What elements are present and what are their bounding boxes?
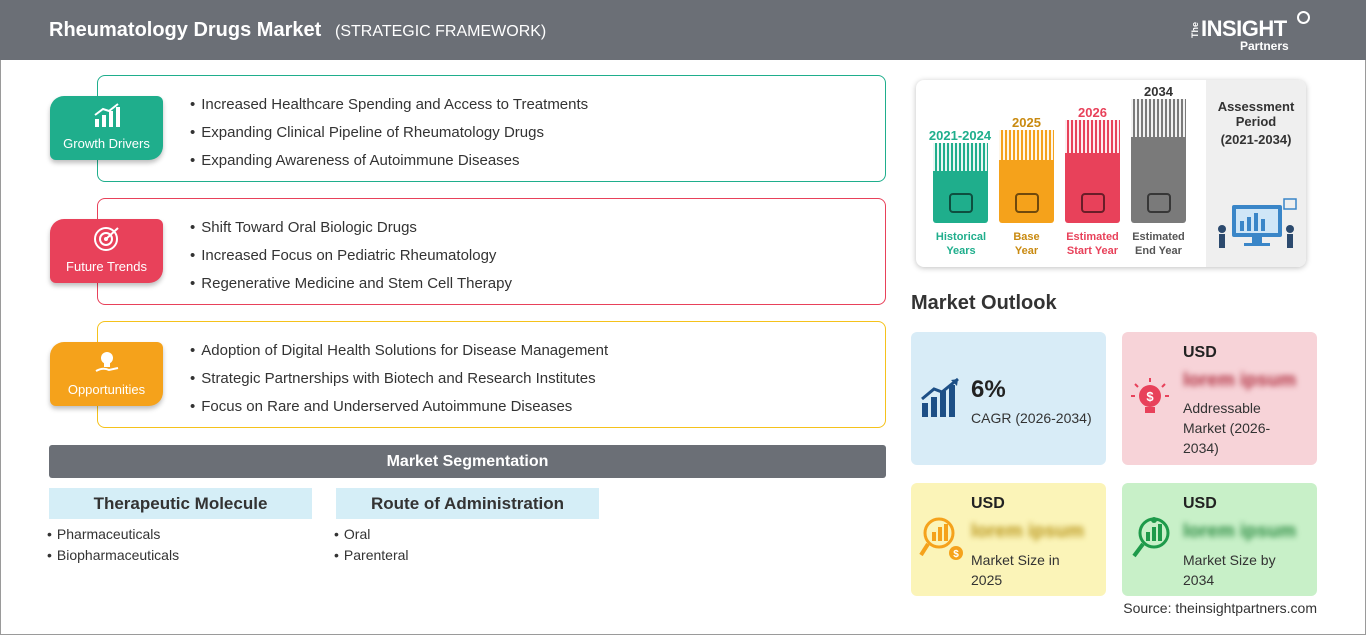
future-trends-list: Shift Toward Oral Biologic Drugs Increas… — [190, 219, 512, 303]
opportunities-label: Opportunities — [67, 382, 146, 397]
market-segmentation-bar: Market Segmentation — [49, 445, 886, 478]
list-item: Increased Focus on Pediatric Rheumatolog… — [190, 247, 512, 275]
timeline-year-end: 2034 — [1144, 84, 1173, 99]
page-subtitle: (STRATEGIC FRAMEWORK) — [335, 23, 547, 40]
list-item: Adoption of Digital Health Solutions for… — [190, 342, 608, 370]
timeline-bar-base — [999, 130, 1054, 223]
svg-text:$: $ — [953, 549, 959, 560]
insight-partners-logo[interactable]: The INSIGHT Partners — [1190, 10, 1310, 55]
logo-the: The — [1190, 22, 1200, 39]
segment-heading-route-of-administration: Route of Administration — [336, 488, 599, 519]
timeline-year-start: 2026 — [1078, 105, 1107, 120]
assessment-period-panel: Assessment Period (2021-2034) — [1206, 80, 1306, 267]
list-item: Expanding Awareness of Autoimmune Diseas… — [190, 152, 588, 180]
addressable-market-box: $ USD lorem ipsum Addressable Market (20… — [1122, 332, 1317, 465]
monitor-icon — [1147, 193, 1171, 213]
logo-sub: Partners — [1240, 39, 1289, 53]
timeline-caption-end: Estimated End Year — [1132, 231, 1185, 257]
growth-drivers-card: Increased Healthcare Spending and Access… — [97, 75, 886, 182]
list-item: Regenerative Medicine and Stem Cell Ther… — [190, 275, 512, 303]
cagr-box: 6% CAGR (2026-2034) — [911, 332, 1106, 465]
list-item: Increased Healthcare Spending and Access… — [190, 96, 588, 124]
calendar-icon — [1015, 193, 1039, 213]
growth-drivers-label: Growth Drivers — [63, 136, 150, 151]
lightbulb-hand-icon — [95, 352, 119, 372]
opportunities-badge: Opportunities — [50, 342, 163, 406]
addressable-value: lorem ipsum — [1183, 370, 1296, 391]
assessment-period: (2021-2034) — [1220, 132, 1292, 147]
presentation-icon — [1081, 193, 1105, 213]
magnifier-growth-icon — [1132, 517, 1170, 558]
segment-heading-therapeutic-molecule: Therapeutic Molecule — [49, 488, 312, 519]
analyst-illustration-icon — [1218, 198, 1297, 248]
market-size-2025-box: $ USD lorem ipsum Market Size in 2025 — [911, 483, 1106, 596]
market-size-2034-box: USD lorem ipsum Market Size by 2034 — [1122, 483, 1317, 596]
timeline-year-base: 2025 — [1012, 115, 1041, 130]
cagr-label: CAGR (2026-2034) — [971, 410, 1092, 426]
addressable-label: Addressable Market (2026-2034) — [1183, 400, 1271, 456]
timeline-bar-historical — [933, 143, 988, 223]
timeline-bar-end — [1131, 99, 1186, 223]
growth-chart-icon — [94, 103, 120, 127]
future-trends-badge: Future Trends — [50, 219, 163, 283]
page-title: Rheumatology Drugs Market — [49, 19, 322, 41]
segment-item: Oral — [334, 526, 370, 542]
list-item: Focus on Rare and Underserved Autoimmune… — [190, 398, 608, 426]
size2025-value: lorem ipsum — [971, 521, 1084, 542]
history-icon — [949, 193, 973, 213]
list-item: Expanding Clinical Pipeline of Rheumatol… — [190, 124, 588, 152]
opportunities-list: Adoption of Digital Health Solutions for… — [190, 342, 608, 426]
size2025-usd: USD — [971, 495, 1005, 512]
addressable-usd: USD — [1183, 344, 1217, 361]
size2034-value: lorem ipsum — [1183, 521, 1296, 542]
target-icon — [94, 227, 119, 251]
bulb-dollar-icon: $ — [1131, 378, 1169, 413]
timeline-bar-start — [1065, 120, 1120, 223]
growth-drivers-badge: Growth Drivers — [50, 96, 163, 160]
segment-item: Parenteral — [334, 547, 409, 563]
svg-text:$: $ — [1146, 389, 1154, 404]
size2025-label: Market Size in 2025 — [971, 552, 1060, 588]
future-trends-label: Future Trends — [66, 259, 147, 274]
cagr-value: 6% — [971, 376, 1006, 403]
timeline-year-historical: 2021-2024 — [928, 128, 992, 143]
list-item: Strategic Partnerships with Biotech and … — [190, 370, 608, 398]
assessment-timeline: 2021-2024 Historical Years 2025 Base Yea… — [916, 80, 1306, 267]
growth-drivers-list: Increased Healthcare Spending and Access… — [190, 96, 588, 180]
assessment-label: Assessment Period — [1217, 99, 1295, 129]
opportunities-card: Adoption of Digital Health Solutions for… — [97, 321, 886, 428]
segment-item: Biopharmaceuticals — [47, 547, 179, 563]
timeline-caption-start: Estimated Start Year — [1066, 231, 1119, 257]
timeline-caption-base: Base Year — [1013, 231, 1040, 257]
logo-main: INSIGHT — [1201, 16, 1287, 41]
size2034-label: Market Size by 2034 — [1183, 552, 1276, 588]
timeline-caption-historical: Historical Years — [935, 231, 987, 257]
list-item: Shift Toward Oral Biologic Drugs — [190, 219, 512, 247]
market-outlook-title: Market Outlook — [911, 292, 1057, 314]
header-bar: Rheumatology Drugs Market (STRATEGIC FRA… — [0, 0, 1366, 60]
logo-ring-icon — [1297, 11, 1310, 24]
future-trends-card: Shift Toward Oral Biologic Drugs Increas… — [97, 198, 886, 305]
size2034-usd: USD — [1183, 495, 1217, 512]
source-note: Source: theinsightpartners.com — [1123, 600, 1317, 616]
segment-item: Pharmaceuticals — [47, 526, 161, 542]
magnifier-chart-icon: $ — [919, 517, 963, 560]
growth-bars-icon — [921, 377, 959, 417]
